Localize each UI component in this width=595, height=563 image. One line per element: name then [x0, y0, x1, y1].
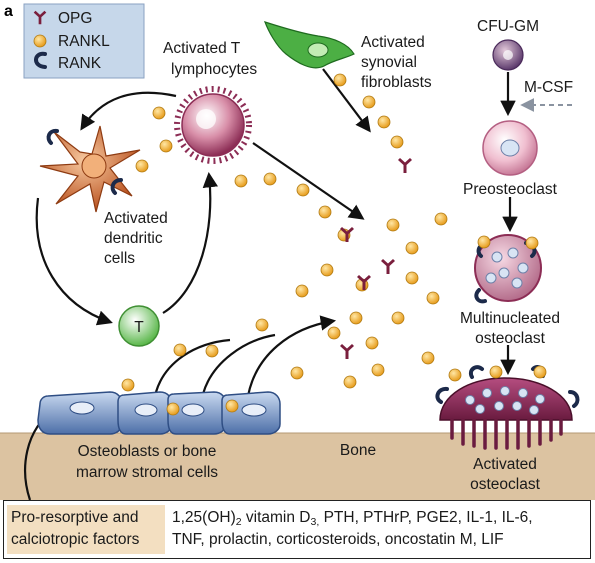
synovial-fibroblast	[264, 21, 355, 69]
arrow-ob-3	[246, 315, 337, 397]
cfu-gm-cell	[492, 39, 524, 71]
factors-line-1: 1,25(OH)2 vitamin D3, PTH, PTHrP, PGE2, …	[172, 509, 533, 528]
activated-dendritic-cell	[39, 125, 141, 213]
arrow-t-to-center	[252, 142, 365, 220]
label-preosteoclast: Preosteoclast	[463, 181, 558, 198]
arrow-fibroblast-to-center	[322, 68, 371, 133]
label-synovial-1: Activated	[361, 34, 425, 51]
t-cell-label: T	[134, 319, 144, 336]
label-multinucleated-1: Multinucleated	[460, 310, 560, 327]
osteoblast-cells	[37, 391, 281, 435]
label-activated-osteoclast-1: Activated	[473, 456, 537, 473]
factors-title-line-1: Pro-resorptive and	[11, 509, 139, 526]
label-dendritic-2: dendritic	[104, 230, 163, 247]
label-m-csf: M-CSF	[524, 79, 573, 96]
arrow-ob-1	[154, 338, 231, 393]
label-dendritic-3: cells	[104, 250, 135, 267]
factors-title: Pro-resorptive and calciotropic factors	[7, 505, 165, 554]
factors-line-2: TNF, prolactin, corticosteroids, oncosta…	[172, 531, 504, 548]
label-activated-osteoclast-2: osteoclast	[470, 476, 540, 493]
factors-title-line-2: calciotropic factors	[11, 531, 140, 548]
factors-list: 1,25(OH)2 vitamin D3, PTH, PTHrP, PGE2, …	[172, 507, 590, 551]
t-cell: T	[118, 305, 160, 347]
label-cfu-gm: CFU-GM	[477, 18, 539, 35]
activated-osteoclast-cell	[435, 365, 580, 450]
label-osteoblasts-2: marrow stromal cells	[76, 464, 218, 481]
label-dendritic-1: Activated	[104, 210, 168, 227]
rankl-pathway-diagram: a OPG RANKL RANK	[0, 3, 595, 500]
preosteoclast-cell	[482, 120, 538, 176]
arrow-ob-2	[201, 333, 276, 395]
label-t-lymphocytes-1: Activated T	[163, 40, 241, 57]
label-t-lymphocytes-2: lymphocytes	[171, 61, 257, 78]
arrow-dendritic-to-tcell	[35, 197, 113, 326]
rankl-icon	[33, 34, 47, 48]
legend-label-rankl: RANKL	[58, 33, 110, 50]
activated-t-lymphocyte	[174, 86, 252, 164]
label-bone: Bone	[340, 442, 376, 459]
arrow-t-to-dendritic	[80, 91, 177, 131]
label-synovial-2: synovial	[361, 54, 417, 71]
arrow-tcell-to-t-lymph	[162, 171, 218, 314]
legend-label-rank: RANK	[58, 55, 102, 72]
multinucleated-osteoclast-cell	[474, 234, 542, 304]
factors-box: Pro-resorptive and calciotropic factors …	[3, 500, 591, 559]
label-synovial-3: fibroblasts	[361, 74, 432, 91]
rank-icon	[34, 51, 47, 69]
panel-letter: a	[4, 3, 13, 20]
opg-molecules	[340, 158, 412, 359]
legend-label-opg: OPG	[58, 10, 92, 27]
legend: OPG RANKL RANK	[23, 3, 145, 79]
label-multinucleated-2: osteoclast	[475, 330, 545, 347]
label-osteoblasts-1: Osteoblasts or bone	[78, 443, 217, 460]
arrows	[24, 68, 518, 500]
